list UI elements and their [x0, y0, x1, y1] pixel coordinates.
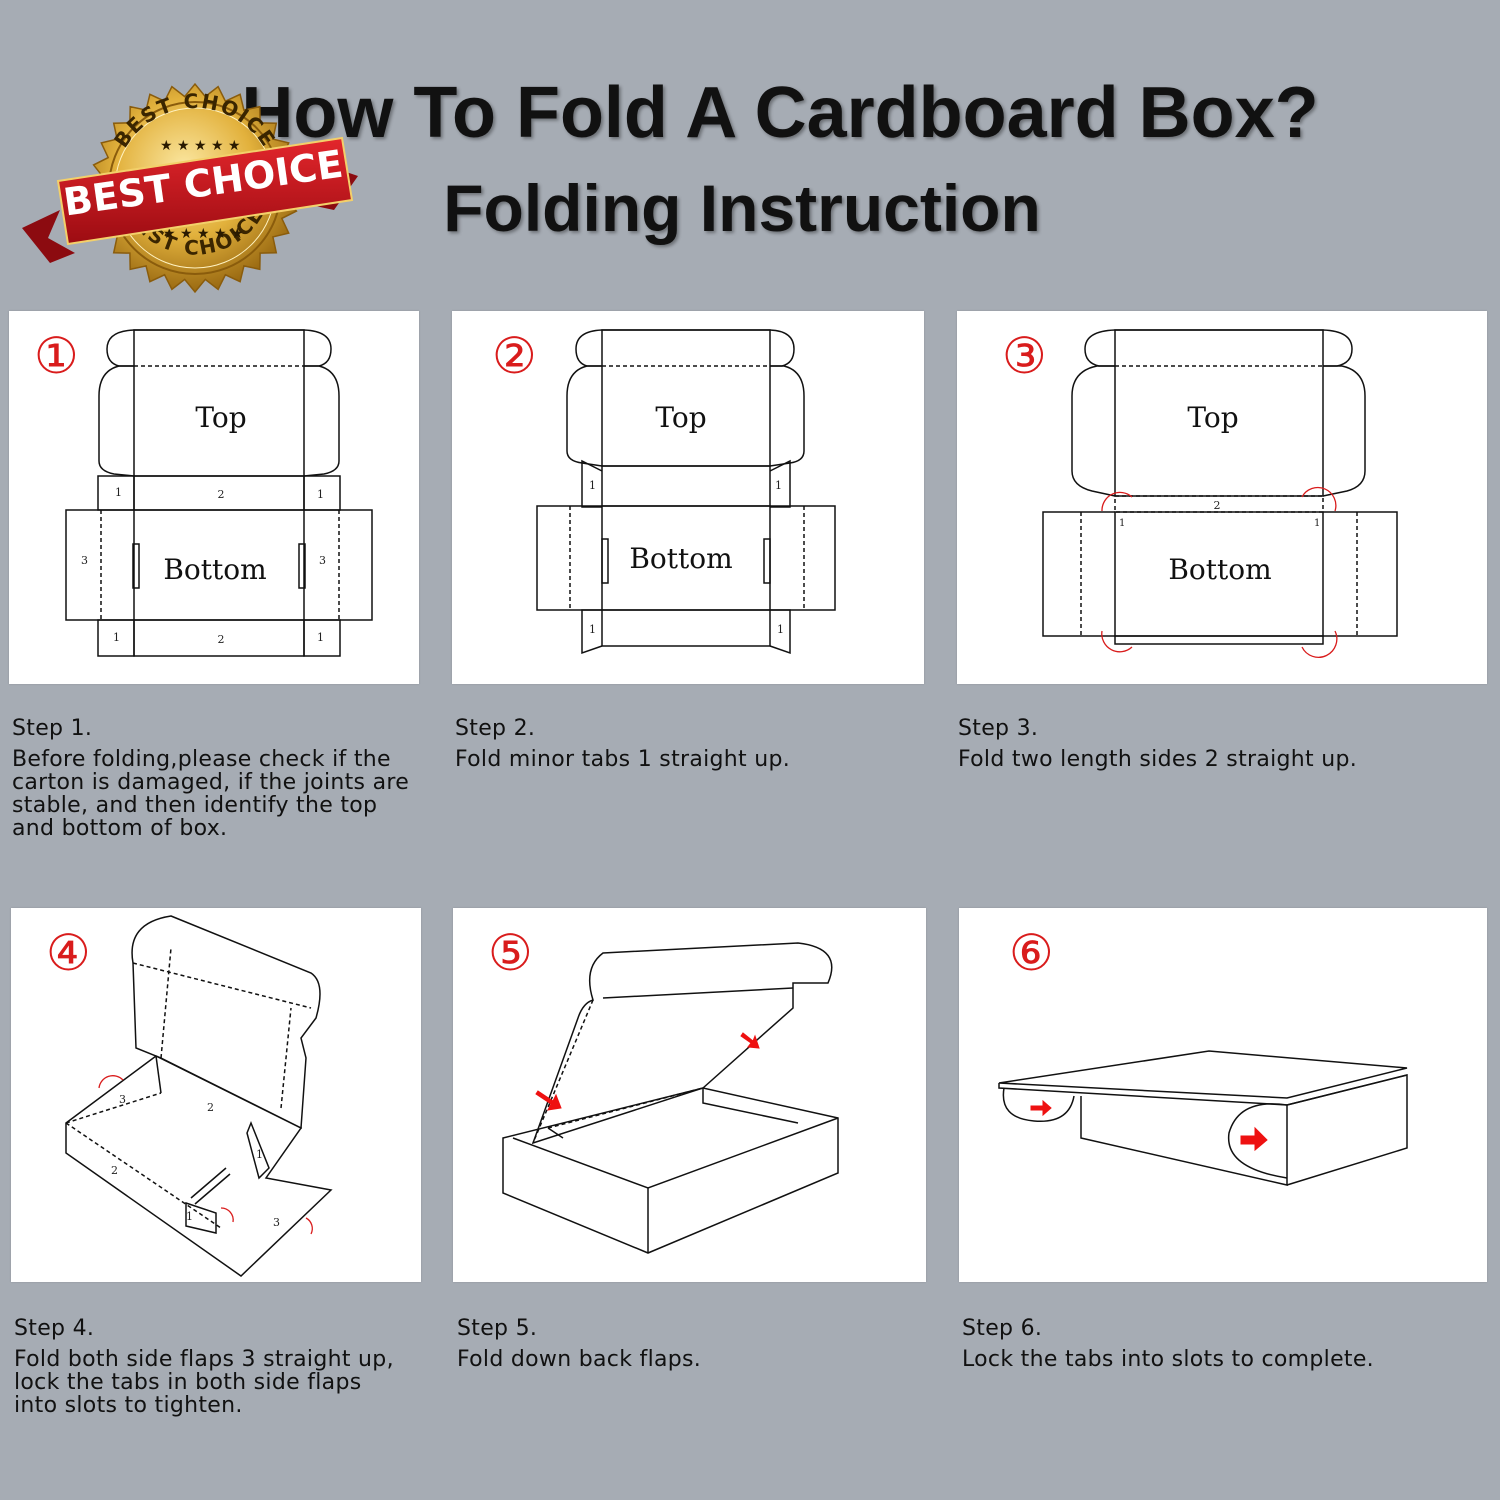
tab-1-label: 1 [1119, 518, 1125, 529]
side-2-label: 2 [1214, 499, 1221, 512]
step-5-diagram: ⑤ [488, 924, 839, 1254]
step-5-label: Step 5. [457, 1316, 538, 1341]
tab-1-label: 1 [115, 486, 122, 499]
bottom-label: Bottom [1168, 553, 1271, 586]
page-subtitle: Folding Instruction [443, 171, 1041, 245]
step-2-label: Step 2. [455, 716, 536, 741]
step-2-marker: ② [492, 327, 537, 385]
step-6-diagram-panel: ⑥ [959, 908, 1487, 1282]
step-1-text: Before folding,please check if the carto… [12, 747, 410, 841]
step-3-diagram: ③ Top 2 Bottom 1 1 [1002, 327, 1398, 658]
step-1-caption: Step 1. Before folding,please check if t… [12, 717, 409, 840]
step-2-diagram: ② Top 1 1 Bottom 1 1 [492, 327, 836, 655]
flap-3-label: 3 [81, 554, 88, 567]
step-4-diagram: ④ 3 2 2 1 1 3 [46, 915, 333, 1277]
step-1-diagram: ① Top 2 1 1 Bottom 3 3 2 1 1 [34, 327, 373, 657]
tab-1-label: 1 [186, 1210, 193, 1223]
step-2-text: Fold minor tabs 1 straight up. [455, 747, 791, 772]
step-6-marker: ⑥ [1009, 924, 1054, 982]
step-2-diagram-panel: ② Top 1 1 Bottom 1 1 [452, 311, 924, 684]
step-6-text: Lock the tabs into slots to complete. [962, 1347, 1374, 1372]
step-6-label: Step 6. [962, 1316, 1043, 1341]
flap-3-label: 3 [273, 1216, 280, 1229]
step-3-diagram-panel: ③ Top 2 Bottom 1 1 [957, 311, 1487, 684]
step-4-caption: Step 4. Fold both side flaps 3 straight … [14, 1317, 394, 1417]
top-label: Top [1187, 401, 1238, 434]
step-5-diagram-panel: ⑤ [453, 908, 926, 1282]
top-label: Top [655, 401, 706, 434]
tab-1-label: 1 [777, 623, 784, 636]
tab-1-label: 1 [589, 623, 596, 636]
step-4-label: Step 4. [14, 1316, 95, 1341]
flap-3-label: 3 [319, 554, 326, 567]
step-3-text: Fold two length sides 2 straight up. [958, 747, 1358, 772]
badge-ribbon [22, 136, 358, 263]
side-2-label: 2 [218, 488, 225, 501]
step-4-text: Fold both side flaps 3 straight up, lock… [14, 1347, 394, 1418]
step-3-caption: Step 3. Fold two length sides 2 straight… [958, 717, 1357, 771]
tab-1-label: 1 [317, 631, 324, 644]
side-2-label: 2 [111, 1164, 118, 1177]
tab-1-label: 1 [1314, 518, 1320, 529]
step-1-diagram-panel: ① Top 2 1 1 Bottom 3 3 2 1 1 [9, 311, 419, 684]
step-6-caption: Step 6. Lock the tabs into slots to comp… [962, 1317, 1374, 1371]
tab-1-label: 1 [113, 631, 120, 644]
bottom-label: Bottom [163, 553, 266, 586]
side-2-label: 2 [207, 1101, 214, 1114]
step-6-diagram: ⑥ [998, 924, 1408, 1186]
step-2-caption: Step 2. Fold minor tabs 1 straight up. [455, 717, 790, 771]
step-1-marker: ① [34, 327, 79, 385]
step-4-diagram-panel: ④ 3 2 2 1 1 3 [11, 908, 421, 1282]
step-4-marker: ④ [46, 924, 91, 982]
tab-1-label: 1 [317, 488, 324, 501]
badge-stars: ★ ★ ★ ★ ★ ★ ★ ★ ★ ★ [160, 138, 244, 242]
step-5-marker: ⑤ [488, 924, 533, 982]
page-title: How To Fold A Cardboard Box? [241, 73, 1319, 153]
step-1-label: Step 1. [12, 716, 93, 741]
flap-3-label: 3 [119, 1093, 126, 1106]
step-3-label: Step 3. [958, 716, 1039, 741]
bottom-label: Bottom [629, 542, 732, 575]
top-label: Top [195, 401, 246, 434]
step-5-text: Fold down back flaps. [457, 1347, 702, 1372]
tab-1-label: 1 [775, 479, 782, 492]
step-3-marker: ③ [1002, 327, 1047, 385]
tab-1-label: 1 [256, 1148, 263, 1161]
side-2-label: 2 [218, 633, 225, 646]
step-5-caption: Step 5. Fold down back flaps. [457, 1317, 701, 1371]
svg-text:★ ★ ★ ★ ★: ★ ★ ★ ★ ★ [163, 226, 244, 242]
best-choice-badge: BEST CHOICE BEST CHOICE ★ ★ ★ ★ ★ ★ ★ ★ … [22, 82, 358, 294]
svg-text:★ ★ ★ ★ ★: ★ ★ ★ ★ ★ [160, 138, 241, 154]
tab-1-label: 1 [589, 479, 596, 492]
